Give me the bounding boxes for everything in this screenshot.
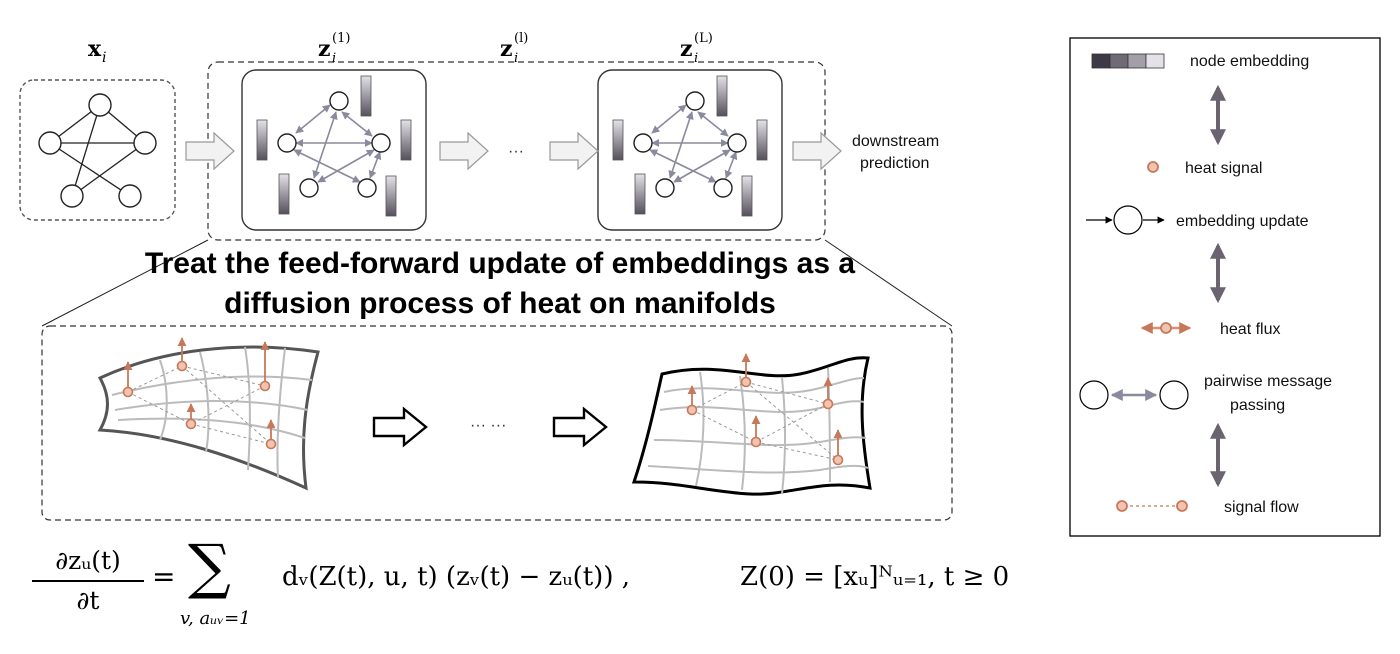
legend-node-embedding-swatch [1091,53,1165,69]
input-node [118,184,142,208]
legend-embedding-update-icon [1086,205,1165,235]
layer1-graph [241,69,427,231]
node-embedding-bars [256,75,412,217]
legend-heat-signal: heat signal [1185,160,1262,177]
equation-numerator: ∂zᵤ(t) [55,546,121,575]
input-node [133,131,157,155]
zoom-line [824,239,953,327]
prediction-label: prediction [860,155,929,172]
input-node [60,184,84,208]
input-node [88,93,112,117]
equation-rhs: dᵥ(Z(t), u, t) (zᵥ(t) − zᵤ(t)) , [282,562,630,592]
equation-sum-symbol: ∑ [188,532,231,602]
diffusion-arrow [372,406,428,448]
legend: node embedding heat signal embedding upd… [1069,37,1381,537]
legend-heat-flux: heat flux [1220,321,1280,338]
svg-text:i: i [514,51,518,66]
headline-line2: diffusion process of heat on manifolds [224,287,776,320]
downstream-label: downstream [852,133,939,150]
svg-text:z: z [680,36,693,62]
fraction-bar [32,580,144,582]
layerL-label: z i (L) [680,31,713,66]
input-node [38,131,62,155]
svg-text:(l): (l) [514,31,528,46]
zoom-line [41,239,209,327]
legend-pairwise-line1: pairwise message [1204,373,1332,390]
headline-line1: Treat the feed-forward update of embeddi… [144,247,856,280]
layerL-graph [597,69,783,231]
svg-text:(L): (L) [694,31,713,46]
layerl-label: z i (l) [500,31,528,66]
flow-arrow [549,131,599,171]
flow-arrow [439,131,489,171]
legend-signal-flow-icon [1116,500,1188,512]
svg-text:i: i [332,51,336,66]
equation-fraction: ∂zᵤ(t) ∂t [32,544,144,618]
equation-initial-condition: Z(0) = [xᵤ]ᴺᵤ₌₁, t ≥ 0 [740,562,1010,592]
svg-text:z: z [318,36,331,62]
headline: Treat the feed-forward update of embeddi… [40,244,960,324]
input-subscript: i [102,50,106,66]
equation-denominator: ∂t [76,586,100,615]
input-graph [19,79,176,221]
diffusion-ellipsis: ··· ··· [470,417,506,434]
equation-equals: = [152,560,176,593]
svg-text:i: i [694,51,698,66]
diffusion-equation: ∂zᵤ(t) ∂t = ∑ v, aᵤᵥ=1 dᵥ(Z(t), u, t) (z… [20,532,1080,648]
manifold-right [631,353,872,496]
layer1-label: z i (1) [318,31,350,66]
legend-heat-signal-icon [1147,161,1159,173]
legend-node-embedding: node embedding [1190,53,1309,70]
equation-sum-index: v, aᵤᵥ=1 [180,608,251,629]
svg-text:z: z [500,36,513,62]
flow-arrow [185,131,235,171]
diffusion-arrow [552,406,608,448]
legend-pairwise-icon [1079,380,1189,410]
legend-heat-flux-icon [1140,322,1192,334]
layer-ellipsis: ··· [508,143,524,160]
legend-embedding-update: embedding update [1176,213,1309,230]
manifold-left [97,337,320,491]
node-embedding-bars [612,75,768,217]
manifold-panel [41,325,953,521]
svg-text:(1): (1) [332,31,350,46]
flow-arrow [792,131,842,171]
legend-signal-flow: signal flow [1224,499,1299,516]
input-label: x [88,36,102,62]
legend-pairwise-line2: passing [1230,397,1285,414]
